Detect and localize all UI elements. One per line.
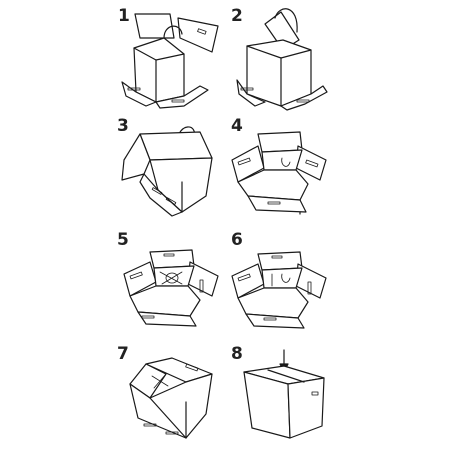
- step-number: 6: [231, 230, 243, 250]
- step-number: 5: [117, 230, 129, 250]
- box-illustration-step-2: [236, 8, 328, 111]
- step-number: 2: [231, 6, 243, 26]
- step-number: 1: [118, 6, 130, 26]
- box-illustration-step-8: [243, 349, 325, 439]
- box-illustration-step-6: [231, 251, 327, 329]
- box-illustration-step-7: [129, 357, 213, 439]
- box-illustration-step-3: [121, 126, 213, 217]
- step-number: 7: [117, 344, 129, 364]
- step-number: 4: [231, 116, 243, 136]
- step-number: 8: [231, 344, 243, 364]
- step-number: 3: [117, 116, 129, 136]
- box-illustration-step-1: [121, 13, 219, 109]
- box-illustration-step-4: [231, 131, 327, 215]
- box-illustration-step-5: [123, 249, 219, 327]
